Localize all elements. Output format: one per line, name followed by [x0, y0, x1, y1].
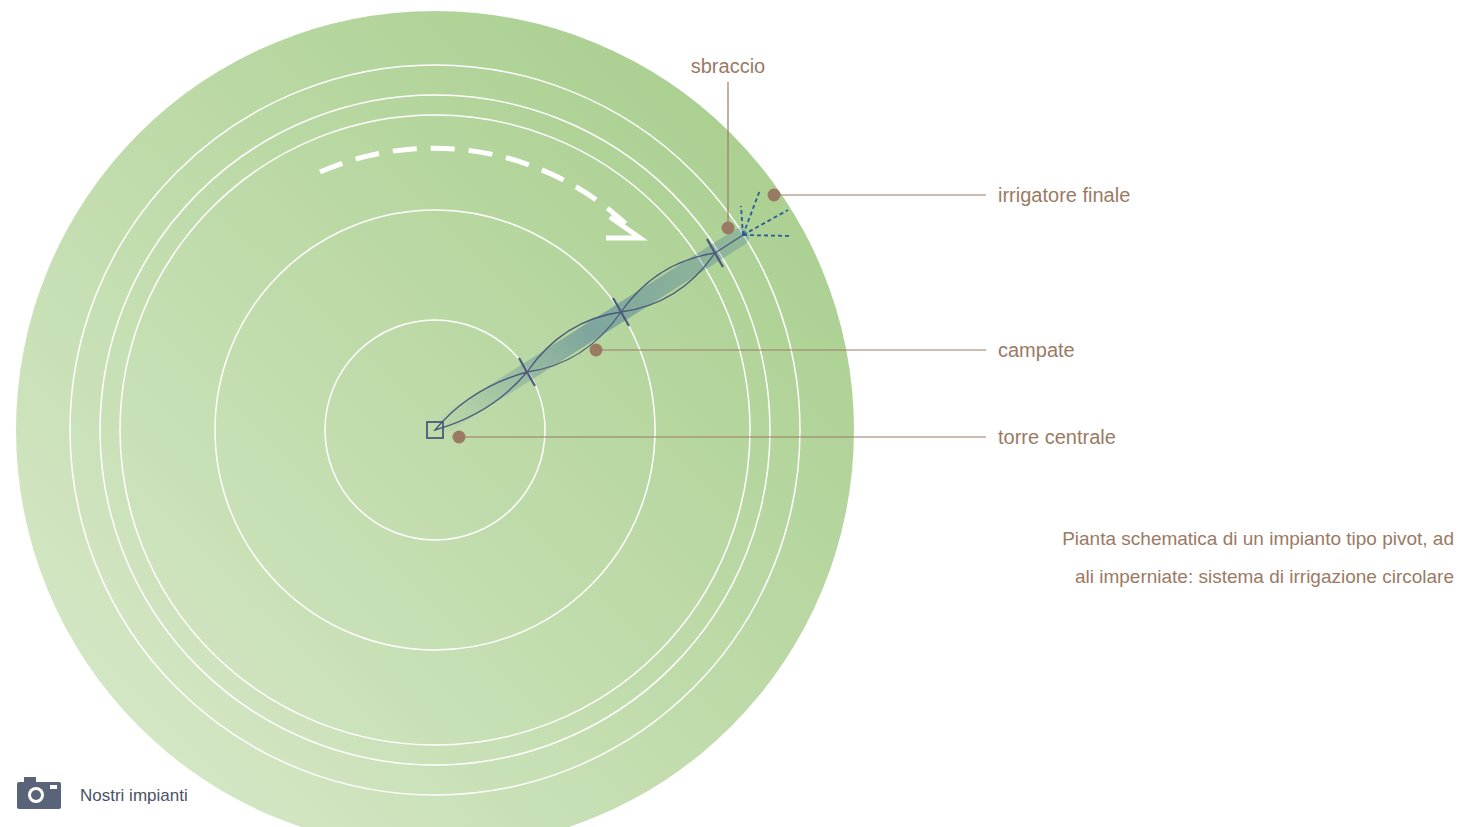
camera-icon — [17, 777, 61, 809]
leader-dots — [453, 189, 781, 444]
central-tower — [427, 422, 443, 438]
arrow-head — [606, 217, 640, 238]
part-label: irrigatore finale — [998, 183, 1130, 207]
wet-band — [437, 237, 740, 429]
rotation-arrow — [320, 148, 628, 226]
leader-lines — [459, 82, 986, 437]
field — [16, 11, 854, 827]
end-gun-spray — [741, 190, 792, 236]
towers — [519, 239, 723, 386]
track-rings — [70, 65, 800, 795]
spans — [435, 235, 743, 430]
part-label: torre centrale — [998, 425, 1116, 449]
part-label: campate — [998, 338, 1075, 362]
footer-link: Nostri impianti — [80, 784, 188, 808]
caption: Pianta schematica di un impianto tipo pi… — [914, 520, 1454, 596]
part-label: sbraccio — [691, 54, 765, 78]
